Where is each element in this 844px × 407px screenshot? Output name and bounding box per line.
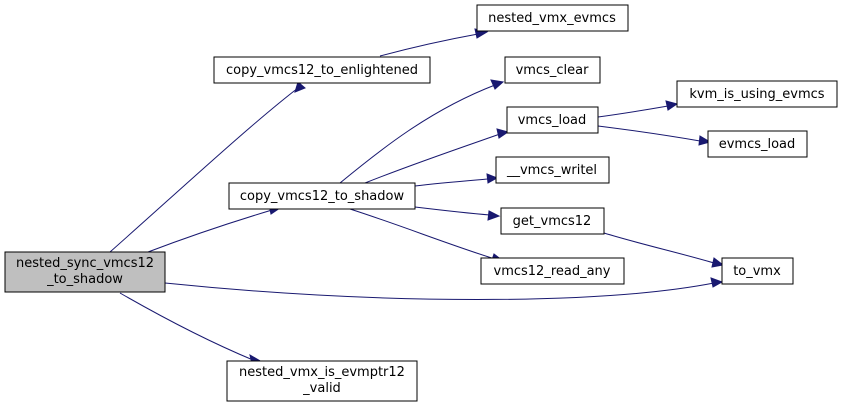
node-label-line-1: nested_sync_vmcs12 [16, 256, 154, 271]
node-label: vmcs_load [518, 113, 587, 128]
node-label-line-1: nested_vmx_is_evmptr12 [239, 365, 405, 380]
node-evmcs-load[interactable]: evmcs_load [707, 130, 808, 158]
node-vmcs-writel[interactable]: __vmcs_writel [495, 156, 610, 184]
node-label: copy_vmcs12_to_shadow [240, 189, 405, 204]
edge-copy-shadow-to-vmcs-clear [339, 79, 505, 184]
node-to-vmx[interactable]: to_vmx [721, 257, 794, 285]
edge-copy-shadow-to-get-vmcs12 [414, 206, 501, 221]
node-nested-vmx-is-evmptr12-valid[interactable]: nested_vmx_is_evmptr12 _valid [226, 360, 418, 402]
node-label: evmcs_load [719, 137, 796, 152]
edge-copy-shadow-to-vmcs-load [364, 128, 510, 184]
node-label: to_vmx [733, 264, 781, 279]
edge-copy-shadow-to-vmcs12-read-any [349, 208, 505, 264]
node-get-vmcs12[interactable]: get_vmcs12 [500, 207, 605, 235]
node-copy-vmcs12-to-enlightened[interactable]: copy_vmcs12_to_enlightened [213, 56, 431, 84]
node-vmcs12-read-any[interactable]: vmcs12_read_any [480, 257, 625, 285]
edge-root-to-to-vmx [164, 277, 724, 300]
edge-get-vmcs12-to-to-vmx [603, 232, 725, 268]
node-label: get_vmcs12 [513, 214, 592, 229]
node-nested-vmx-evmcs[interactable]: nested_vmx_evmcs [476, 4, 629, 32]
node-label: vmcs_clear [516, 63, 590, 78]
node-vmcs-clear[interactable]: vmcs_clear [504, 56, 601, 84]
edge-vmcs-load-to-evmcs-load [597, 125, 712, 146]
edge-root-to-copy-shadow [147, 204, 282, 253]
node-kvm-is-using-evmcs[interactable]: kvm_is_using_evmcs [676, 80, 838, 108]
node-nested-sync-vmcs12-to-shadow[interactable]: nested_sync_vmcs12 _to_shadow [4, 251, 166, 293]
node-label: nested_vmx_evmcs [488, 11, 616, 26]
node-label: kvm_is_using_evmcs [689, 87, 824, 102]
node-label: vmcs12_read_any [494, 264, 611, 279]
node-copy-vmcs12-to-shadow[interactable]: copy_vmcs12_to_shadow [228, 182, 416, 210]
node-label: copy_vmcs12_to_enlightened [226, 63, 418, 78]
edge-vmcs-load-to-kvm-is-using-evmcs [597, 100, 679, 118]
edge-copy-shadow-to-vmcs-writel [414, 173, 499, 187]
edge-copy-enlightened-to-nested-vmx-evmcs [379, 28, 489, 57]
node-vmcs-load[interactable]: vmcs_load [506, 106, 599, 134]
edge-root-to-is-evmptr12 [119, 292, 264, 365]
node-label: __vmcs_writel [506, 163, 597, 178]
node-label-line-2: _to_shadow [46, 272, 123, 287]
edge-root-to-copy-enlightened [109, 81, 306, 253]
node-label-line-2: _valid [302, 381, 341, 396]
